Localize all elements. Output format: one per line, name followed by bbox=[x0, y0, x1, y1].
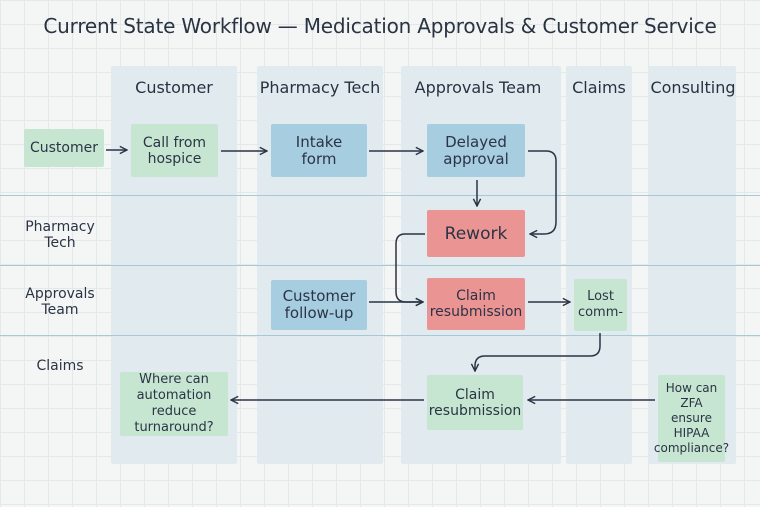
node-call-from-hospice: Call from hospice bbox=[131, 124, 218, 177]
arrow-lost-comm-to-claim bbox=[475, 333, 601, 371]
node-customer-follow-up: Customer follow-up bbox=[271, 280, 367, 330]
diagram-title: Current State Workflow — Medication Appr… bbox=[43, 14, 717, 38]
lane-header-claims: Claims bbox=[572, 78, 626, 97]
lane-header-approvals-team: Approvals Team bbox=[414, 78, 542, 97]
row-label-line: Claims bbox=[36, 358, 84, 374]
row-divider bbox=[0, 265, 760, 266]
node-claim-resubmission: Claim resubmission bbox=[427, 278, 525, 330]
row-label-line: Pharmacy Tech bbox=[25, 219, 95, 251]
row-label-approvals-team: Approvals Team bbox=[6, 286, 114, 318]
node-rework: Rework bbox=[427, 210, 525, 257]
node-zfa-question: How can ZFA ensure HIPAA compliance? bbox=[654, 375, 729, 462]
lane-header-customer: Customer bbox=[135, 78, 213, 97]
row-label-claims: Claims bbox=[6, 358, 114, 374]
lane-header-consulting: Consulting bbox=[650, 78, 736, 97]
row-label-pharmacy-tech: Pharmacy Tech bbox=[6, 219, 114, 251]
row-divider bbox=[0, 335, 760, 336]
node-automation-question: Where can automation reduce turnaround? bbox=[120, 372, 228, 436]
node-lost-comm: Lost comm- bbox=[574, 279, 627, 331]
node-claim-resubmission-2: Claim resubmission bbox=[427, 375, 523, 430]
lane-header-pharmacy-tech: Pharmacy Tech bbox=[259, 78, 381, 97]
row-divider bbox=[0, 195, 760, 196]
node-intake-form: Intake form bbox=[271, 124, 367, 177]
node-delayed-approval: Delayed approval bbox=[427, 124, 525, 177]
node-customer: Customer bbox=[24, 129, 104, 167]
arrow-rework-to-claim bbox=[395, 233, 425, 302]
row-label-line: Approvals Team bbox=[25, 286, 95, 318]
arrow-approval-loop-to-rework bbox=[528, 150, 557, 234]
